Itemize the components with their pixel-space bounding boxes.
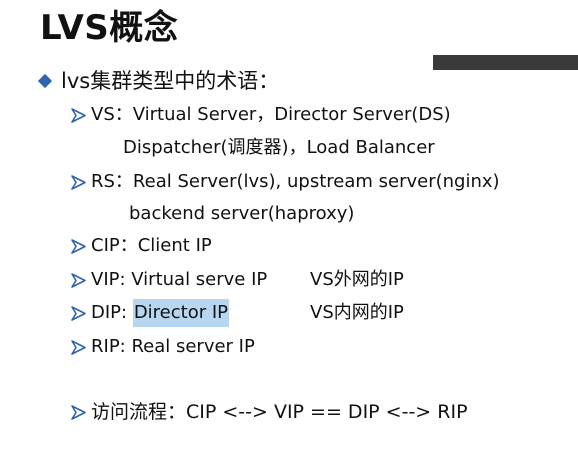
list-item-text: VIP: Virtual serve IP: [91, 269, 268, 290]
list-item-dip: DIP: Director IP: [70, 299, 230, 327]
subtitle-text: lvs集群类型中的术语：: [61, 69, 280, 93]
list-item-continuation: Dispatcher(调度器)，Load Balancer: [123, 137, 435, 158]
list-item-rip: RIP: Real server IP: [70, 333, 255, 361]
arrow-bullet-icon: [71, 305, 86, 321]
arrow-bullet-icon: [71, 174, 86, 190]
arrow-bullet-icon: [71, 238, 86, 254]
arrow-bullet-icon: [71, 404, 86, 420]
list-item-note: VS外网的IP: [310, 269, 404, 290]
list-item-flow: 访问流程：CIP <--> VIP == DIP <--> RIP: [70, 398, 468, 426]
slide-title: LVS概念: [40, 8, 179, 48]
list-item-note: VS内网的IP: [310, 302, 404, 323]
arrow-bullet-icon: [71, 339, 86, 355]
list-item-text: VS：Virtual Server，Director Server(DS): [91, 104, 451, 125]
arrow-bullet-icon: [71, 272, 86, 288]
list-item-text: RS：Real Server(lvs), upstream server(ngi…: [91, 171, 500, 192]
level1-bullet: lvs集群类型中的术语：: [37, 66, 280, 96]
list-item-text: RIP: Real server IP: [91, 336, 255, 357]
list-item-prefix: DIP:: [91, 302, 133, 323]
list-item-rs: RS：Real Server(lvs), upstream server(ngi…: [70, 168, 500, 196]
arrow-bullet-icon: [71, 107, 86, 123]
list-item-vip: VIP: Virtual serve IP: [70, 266, 267, 294]
list-item-cip: CIP：Client IP: [70, 232, 212, 260]
list-item-continuation: backend server(haproxy): [129, 203, 355, 224]
diamond-bullet-icon: [37, 73, 53, 89]
selected-text-highlight[interactable]: Director IP: [132, 299, 230, 327]
list-item-text: CIP：Client IP: [91, 235, 212, 256]
flow-text: 访问流程：CIP <--> VIP == DIP <--> RIP: [91, 401, 468, 423]
list-item-vs: VS：Virtual Server，Director Server(DS): [70, 101, 451, 129]
decorative-bar: [433, 55, 578, 70]
